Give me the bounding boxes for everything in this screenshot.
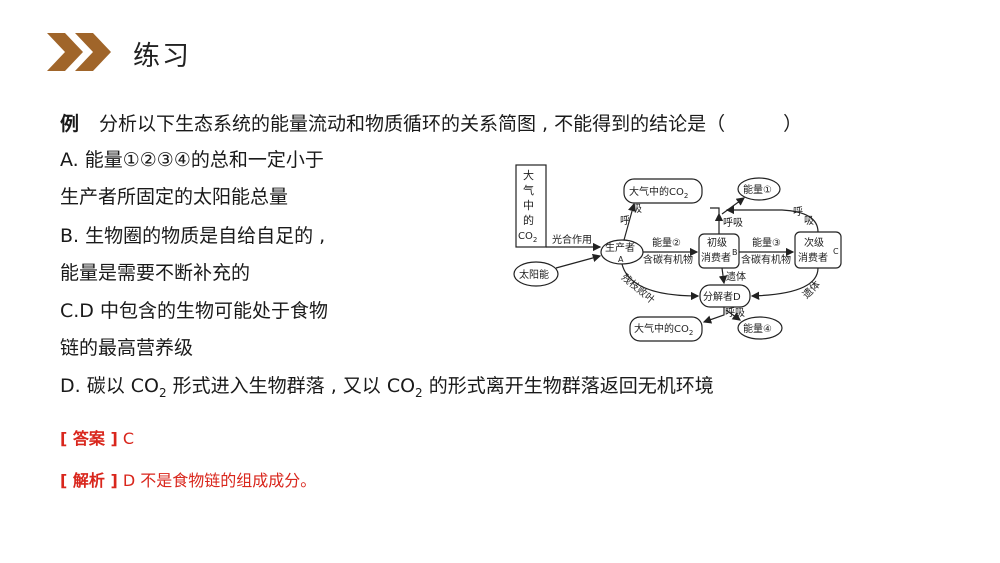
option-c-line1: C.D 中包含的生物可能处于食物 (60, 300, 328, 322)
atm-left-char-2: 气 (523, 183, 534, 197)
option-c-line2: 链的最高营养级 (60, 337, 194, 359)
option-d: D. 碳以 CO2 形式进入生物群落 , 又以 CO2 的形式离开生物群落返回无… (60, 375, 714, 400)
atm-top-label: 大气中的CO2 (629, 185, 688, 200)
answer-bracket-close: ） (783, 113, 803, 135)
secondary-consumer-label-2: 消费者 (798, 251, 828, 264)
energy-4-label: 能量④ (743, 322, 772, 335)
atm-left-char-4: 的 (523, 213, 534, 227)
remains-label-1: 遗体 (726, 270, 746, 283)
option-a-line1: A. 能量①②③④的总和一定小于 (60, 149, 324, 171)
option-b-line1: B. 生物圈的物质是自给自足的 , (60, 225, 326, 247)
energy-3-label: 能量③ (752, 236, 781, 249)
secondary-consumer-letter: C (833, 247, 839, 256)
primary-consumer-label-2: 消费者 (701, 251, 731, 264)
remains-label-2: 遗体 (800, 278, 823, 301)
respiration-label-4: 呼吸 (725, 307, 745, 319)
sun-energy-label: 太阳能 (519, 268, 549, 281)
energy-4-ellipse (737, 316, 783, 340)
carbon-organic-label-1: 含碳有机物 (643, 253, 693, 266)
energy-1-ellipse (737, 177, 781, 201)
analysis: [ 解析 ] D 不是食物链的组成成分。 (60, 467, 316, 491)
page-title: 练习 (133, 41, 191, 72)
primary-consumer-label-1: 初级 (707, 236, 727, 249)
respiration-label-2: 呼吸 (723, 217, 743, 229)
energy-1-label: 能量① (743, 183, 772, 196)
producer-letter: A (618, 255, 624, 264)
atm-left-char-1: 大 (523, 168, 534, 182)
ecosystem-diagram: 大 气 中 的 CO2 太阳能 光合作用 生产者 A 呼 吸 大气中的CO2 能… (513, 164, 842, 342)
photosynthesis-label: 光合作用 (552, 233, 592, 246)
respiration-label-3a: 呼 (793, 206, 803, 218)
answer-tag: [ 答案 ] (60, 429, 118, 448)
respiration-label-3b: 吸 (804, 216, 814, 227)
sun-energy-ellipse (513, 261, 559, 287)
option-b-line2: 能量是需要不断补充的 (60, 262, 251, 284)
primary-consumer-letter: B (732, 248, 738, 257)
energy-2-label: 能量② (652, 236, 681, 249)
analysis-tag: [ 解析 ] (60, 471, 118, 490)
atmosphere-co2-box-top (623, 178, 703, 204)
decomposer-box (699, 284, 751, 308)
litter-label: 残枝败叶 (619, 271, 658, 307)
atmosphere-co2-box-bottom (629, 316, 703, 342)
decomposer-label: 分解者D (703, 290, 741, 303)
question-text: 分析以下生态系统的能量流动和物质循环的关系简图 , 不能得到的结论是（ (99, 113, 726, 135)
respiration-label-1a: 呼 (620, 215, 630, 227)
atm-left-co2: CO2 (518, 231, 537, 244)
respiration-label-1b: 吸 (632, 204, 642, 215)
carbon-organic-label-2: 含碳有机物 (741, 253, 791, 266)
atm-left-char-3: 中 (523, 199, 534, 212)
producer-label: 生产者 (605, 241, 635, 254)
answer-value: C (117, 429, 135, 448)
atm-bottom-label: 大气中的CO2 (634, 322, 693, 337)
chevron-double-icon (47, 33, 111, 71)
question-label: 例 (60, 113, 80, 135)
question-stem: 例分析以下生态系统的能量流动和物质循环的关系简图 , 不能得到的结论是（ ） (60, 112, 802, 136)
answer: [ 答案 ] C (60, 425, 134, 449)
analysis-value: D 不是食物链的组成成分。 (117, 471, 317, 490)
option-a-line2: 生产者所固定的太阳能总量 (60, 186, 289, 208)
secondary-consumer-label-1: 次级 (804, 236, 824, 249)
atmosphere-co2-box-left (515, 164, 547, 248)
